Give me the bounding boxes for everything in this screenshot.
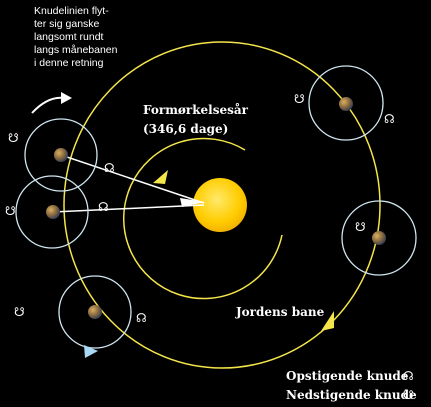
descending-node-symbol: ☋ <box>355 220 366 234</box>
node-rotation-arrow <box>31 96 65 114</box>
node-line-note-line: i denne retning <box>34 57 104 69</box>
eclipse-year-arc <box>122 137 283 300</box>
moon-orbit-mid-left <box>15 175 89 249</box>
ascending-node-symbol: ☊ <box>98 200 109 214</box>
ascending-node-symbol: ☊ <box>384 112 395 126</box>
node-line-note-line: ter sig ganske <box>34 18 100 30</box>
descending-node-symbol: ☋ <box>8 131 19 145</box>
descending-node-symbol: ☋ <box>5 204 16 218</box>
node-line-note-line: langs månebanen <box>34 44 118 56</box>
sun <box>193 178 247 232</box>
moon-orbit-top-left <box>24 118 98 192</box>
earth-bottom-left <box>88 305 102 319</box>
earth-orbit-label: Jordens bane <box>235 305 325 319</box>
earth-orbit-arrow <box>321 311 334 331</box>
eclipse-year-title: Formørkelsesår <box>143 102 249 117</box>
legend-ascending-symbol: ☊ <box>403 369 414 383</box>
descending-node-symbol: ☋ <box>294 92 305 106</box>
node-line-note-line: Knudelinien flyt- <box>34 5 109 17</box>
ascending-node-symbol: ☊ <box>136 311 147 325</box>
earth-top-right <box>339 97 353 111</box>
moon-orbit-arrow <box>84 345 98 358</box>
node-line-lower <box>52 204 205 213</box>
node-line-note-line: langsomt rundt <box>34 31 104 43</box>
moon-orbit-right <box>341 200 417 276</box>
ascending-node-symbol: ☊ <box>104 161 115 175</box>
earth-orbit <box>63 41 381 369</box>
node-line-note: Knudelinien flyt- ter sig ganske langsom… <box>34 5 120 69</box>
legend-descending-symbol: ☋ <box>403 388 414 402</box>
node-line-upper <box>60 154 205 204</box>
moon-orbit-bottom-left <box>58 275 132 349</box>
earth-top-left <box>54 148 68 162</box>
legend-ascending-label: Opstigende knude <box>286 369 409 383</box>
moon-orbit-top-right <box>308 65 384 141</box>
legend-descending-label: Nedstigende knude <box>286 388 417 402</box>
earth-mid-left <box>46 205 60 219</box>
earth-right <box>372 231 386 245</box>
eclipse-year-value: (346,6 dage) <box>143 122 228 136</box>
node-rotation-arrowhead <box>61 92 72 104</box>
eclipse-year-arrow <box>153 170 168 184</box>
descending-node-symbol: ☋ <box>14 305 25 319</box>
node-line-tip <box>180 198 205 207</box>
